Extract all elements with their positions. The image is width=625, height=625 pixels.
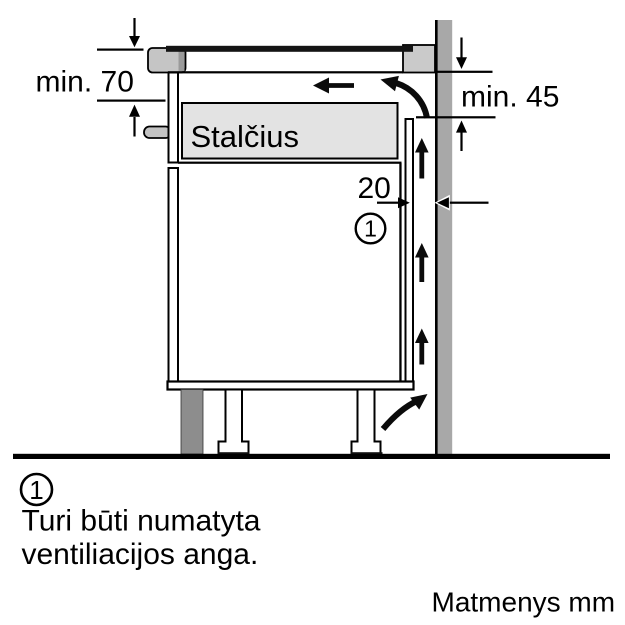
dim-min45-arrow-down-shaft	[460, 37, 463, 59]
cabinet-back-panel	[399, 163, 402, 389]
hob-glass	[166, 45, 413, 52]
dim-min70-arrow-down-shaft	[133, 18, 136, 37]
dim-min70-arrow-up-icon	[129, 104, 140, 117]
legend-callout-number: 1	[29, 475, 43, 505]
airflow-arrow-left-icon	[313, 77, 354, 94]
cabinet-leg-right	[350, 388, 382, 455]
cabinet-legs	[217, 388, 383, 455]
dim-min70-arrow-up-shaft	[133, 117, 136, 137]
airflow-arrow-curve-bottom-icon	[380, 398, 419, 431]
wall	[435, 20, 453, 455]
drawer-box	[181, 102, 399, 160]
dim-gap20: 20 1	[354, 172, 489, 245]
dim-min45-arrow-up-shaft	[460, 132, 463, 151]
cabinet-bottom-panel	[166, 380, 415, 391]
legend: 1 Turi būti numatyta ventiliacijos anga.	[19, 472, 261, 571]
airflow-arrows	[313, 75, 430, 431]
dim-min45-label: min. 45	[461, 81, 559, 114]
callout-1-circle	[354, 212, 387, 245]
wall-edge-line	[435, 20, 438, 455]
plinth	[180, 389, 204, 455]
airflow-arrow-up-2-icon	[415, 243, 429, 282]
callout-1-number: 1	[364, 216, 377, 242]
dim-min45-arrow-down-icon	[456, 57, 467, 69]
dim-min70-line-top	[97, 48, 144, 51]
floor-line	[13, 453, 610, 459]
dim-min45-line-top	[437, 70, 493, 73]
legend-note-line1: Turi būti numatyta	[22, 505, 261, 538]
dim-gap20-label: 20	[358, 172, 391, 205]
dim-min45-line-bottom	[416, 116, 496, 119]
dim-min70: min. 70	[36, 18, 166, 137]
vent-duct-panel	[404, 118, 414, 390]
airflow-arrow-curve-top-icon	[394, 80, 430, 119]
drawer-label: Stalčius	[191, 119, 300, 154]
airflow-arrow-curve-bottom-head	[410, 394, 428, 410]
airflow-arrow-up-3-icon	[415, 328, 429, 365]
wall-fill	[437, 20, 453, 455]
hob-body-edge	[178, 49, 185, 72]
cabinet-front-panel	[167, 167, 179, 389]
worktop-underside-line	[168, 71, 403, 74]
legend-note-line2: ventiliacijos anga.	[22, 538, 259, 571]
dim-gap20-arrow-right-shaft	[377, 201, 399, 204]
drawer-front-panel	[167, 71, 179, 164]
dim-min70-arrow-down-icon	[129, 36, 140, 48]
dim-gap20-arrow-right-icon	[398, 197, 410, 209]
cabinet-leg-left	[217, 388, 250, 455]
dim-min45: min. 45	[416, 37, 559, 151]
legend-callout-circle	[19, 472, 54, 507]
airflow-arrow-curve-top-head	[380, 75, 399, 92]
units-label: Matmenys mm	[432, 587, 616, 618]
drawer-bottom-line	[178, 161, 402, 164]
dim-min45-arrow-up-icon	[456, 120, 467, 133]
airflow-arrow-up-1-icon	[415, 138, 429, 179]
leg-right-base	[350, 452, 383, 455]
dim-min70-line-bottom	[97, 99, 166, 102]
dim-gap20-arrow-left-shaft	[448, 201, 489, 204]
drawer-handle-icon	[143, 125, 172, 139]
leg-left-base	[217, 452, 250, 455]
dim-min70-label: min. 70	[36, 66, 134, 99]
dim-gap20-arrow-left-icon	[437, 197, 449, 209]
